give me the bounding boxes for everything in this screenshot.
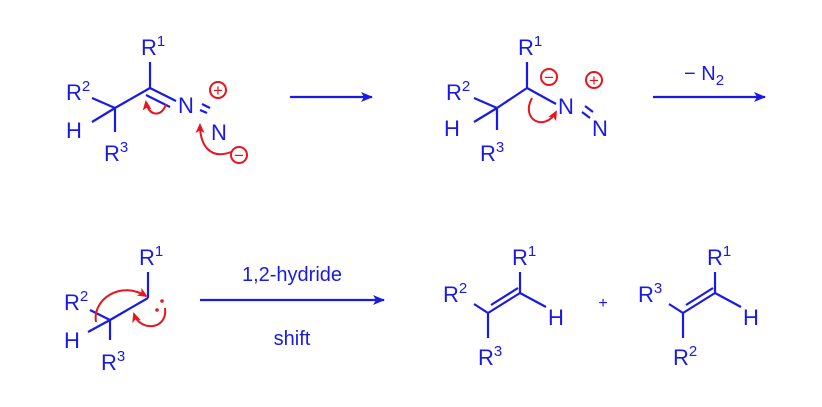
hydride-shift-label-top: 1,2-hydride: [242, 264, 342, 286]
alkene-product-2: R1 R3 H R2: [638, 243, 759, 370]
minus-charge: −: [544, 68, 554, 87]
electron-arrow: [132, 307, 167, 328]
r2-label: R2: [446, 78, 470, 105]
n-terminal-label: N: [592, 116, 608, 141]
n-alpha-label: N: [558, 94, 574, 119]
r2-label: R2: [64, 288, 88, 315]
plus-charge-icon: [585, 71, 603, 89]
diazonium-intermediate: R1 R2 H R3 N N − +: [444, 33, 608, 166]
r3-label: R3: [104, 139, 128, 166]
n-terminal-label: N: [211, 120, 227, 145]
electron-arrow: [195, 123, 232, 155]
r2-label: R2: [673, 343, 697, 370]
carbene-intermediate: R1 R2 H R3: [64, 243, 167, 375]
electron-arrow: [527, 97, 557, 124]
r1-label: R1: [139, 243, 163, 270]
minus-charge: −: [234, 146, 244, 165]
lone-pair-dot: [155, 308, 159, 312]
r1-label: R1: [707, 243, 731, 270]
r2-label: R2: [66, 78, 90, 105]
electron-arrow: [94, 287, 148, 323]
h-label: H: [743, 305, 759, 330]
plus-charge-icon: [209, 81, 227, 99]
h-label: H: [64, 328, 80, 353]
n-alpha-label: N: [178, 93, 194, 118]
alkene-product-1: R1 R2 H R3: [443, 243, 564, 370]
minus-charge-icon: [230, 146, 248, 164]
r3-label: R3: [478, 343, 502, 370]
r1-label: R1: [518, 33, 542, 60]
loss-of-n2-label: − N2: [684, 63, 724, 89]
r2-label: R2: [443, 280, 467, 307]
diazo-compound: R1 R2 H R3 N N + −: [66, 33, 248, 166]
plus-charge: +: [589, 71, 599, 90]
lone-pair-dot: [160, 299, 164, 303]
r3-label: R3: [480, 139, 504, 166]
h-label: H: [444, 116, 460, 141]
r3-label: R3: [638, 280, 662, 307]
hydride-shift-label-bottom: shift: [274, 328, 311, 350]
r1-label: R1: [512, 243, 536, 270]
electron-arrow: [142, 100, 167, 115]
r3-label: R3: [101, 348, 125, 375]
plus-sign: +: [598, 295, 607, 312]
h-label: H: [66, 118, 82, 143]
h-label: H: [548, 305, 564, 330]
minus-charge-icon: [540, 68, 558, 86]
plus-charge: +: [213, 81, 223, 100]
r1-label: R1: [141, 33, 165, 60]
